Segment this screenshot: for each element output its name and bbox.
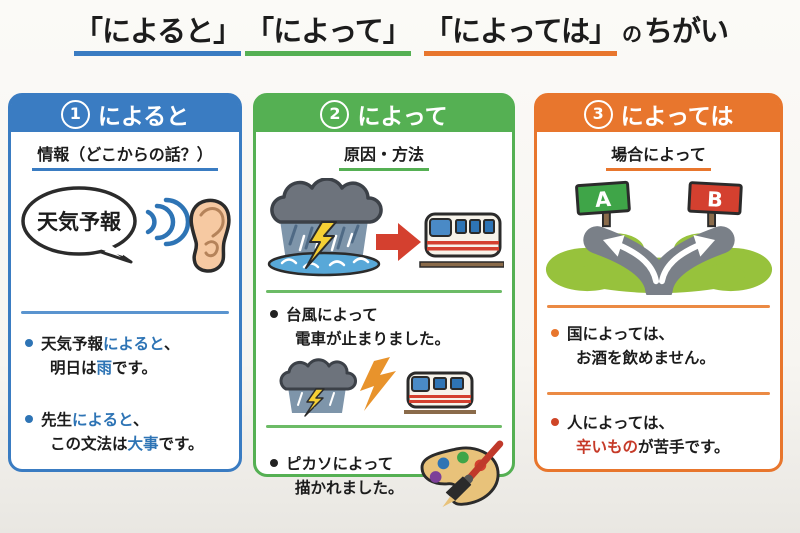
fork-road-icon: A B xyxy=(545,180,772,303)
panel2-header-label: によって xyxy=(357,104,448,130)
bullet-dot xyxy=(270,459,278,468)
ear-icon xyxy=(189,198,231,273)
panel1-number-badge: 1 xyxy=(60,99,90,129)
bullet-dot xyxy=(551,329,559,337)
storm-cloud-icon xyxy=(279,358,357,391)
storm-bolt-train-illustration xyxy=(279,357,476,417)
panel1-divider xyxy=(21,311,229,314)
title-term-niyoruto: 「によると」 xyxy=(73,13,242,57)
panel-niyotteha: 3 によっては 場合によって xyxy=(534,93,783,472)
panel3-header-label: によっては xyxy=(620,104,734,130)
arrow-right-branch xyxy=(658,235,715,285)
lightning-icon xyxy=(305,221,337,269)
arrow-left-branch xyxy=(602,235,659,285)
sign-b-label: B xyxy=(706,187,723,212)
example-taifuu-illustration xyxy=(256,355,512,421)
title-connector: の xyxy=(622,22,642,46)
panel1-header-label: によると xyxy=(97,104,190,130)
panel-niyoruto: 1 によると 情報（どこからの話？） 天気予報 xyxy=(8,93,242,472)
title-term-niyotteha: 「によっては」 xyxy=(423,13,618,57)
bullet-dot xyxy=(25,415,33,424)
bolt-orange-icon xyxy=(360,357,396,412)
panel2-header: 2 によって xyxy=(256,96,512,132)
panel2-divider-2 xyxy=(266,425,502,429)
sound-waves-icon xyxy=(145,197,191,247)
arrow-right-icon xyxy=(376,223,421,261)
bullet-dot xyxy=(270,310,278,318)
panel2-number-badge: 2 xyxy=(320,99,350,129)
panel3-divider-1 xyxy=(547,305,770,308)
sign-a: A xyxy=(574,180,631,216)
storm-cloud-icon xyxy=(270,177,383,224)
train-icon xyxy=(404,371,476,415)
example-picasso: ピカソによって 描かれました。 xyxy=(256,440,512,512)
title-suffix: ちがい xyxy=(644,14,729,48)
example-kuni: 国によっては、 お酒を飲めません。 xyxy=(537,322,780,370)
panel1-subtitle: 情報（どこからの話？） xyxy=(32,141,218,171)
speech-bubble: 天気予報 xyxy=(21,186,137,264)
example-hito: 人によっては、 辛いものが苦手です。 xyxy=(537,411,780,459)
bubble-text: 天気予報 xyxy=(37,210,122,234)
panel3-divider-2 xyxy=(547,392,770,396)
storm-train-illustration xyxy=(267,177,505,277)
puddle-icon xyxy=(267,251,381,277)
panel3-header: 3 によっては xyxy=(537,96,780,132)
panel1-illustration: 天気予報 xyxy=(11,179,239,295)
page-title: 「によると」「によって」 「によっては」のちがい xyxy=(0,13,800,57)
panel-niyotte: 2 によって 原因・方法 xyxy=(253,93,515,508)
panel1-header: 1 によると xyxy=(11,96,239,132)
example-taifuu: 台風によって 電車が止まりました。 xyxy=(256,303,512,351)
sign-b: B xyxy=(686,181,743,216)
hearing-illustration: 天気予報 xyxy=(21,186,231,273)
lightning-icon xyxy=(304,388,325,417)
panel3-illustration: A B xyxy=(537,179,780,303)
example-sensei: 先生によると、 この文法は大事です。 xyxy=(11,408,239,456)
bullet-dot xyxy=(551,418,559,427)
paintbrush-icon xyxy=(442,440,504,508)
sign-a-label: A xyxy=(594,187,612,212)
train-icon xyxy=(419,212,505,268)
palette-icon xyxy=(420,440,504,508)
panel2-illustration xyxy=(256,177,512,282)
panel2-subtitle: 原因・方法 xyxy=(338,141,429,171)
example-tenki: 天気予報によると、 明日は雨です。 xyxy=(11,332,239,380)
panel2-divider-1 xyxy=(266,290,502,293)
bullet-dot xyxy=(25,339,33,347)
panel3-number-badge: 3 xyxy=(583,99,613,129)
panel3-subtitle: 場合によって xyxy=(606,141,711,171)
title-term-niyotte: 「によって」 xyxy=(245,13,412,57)
